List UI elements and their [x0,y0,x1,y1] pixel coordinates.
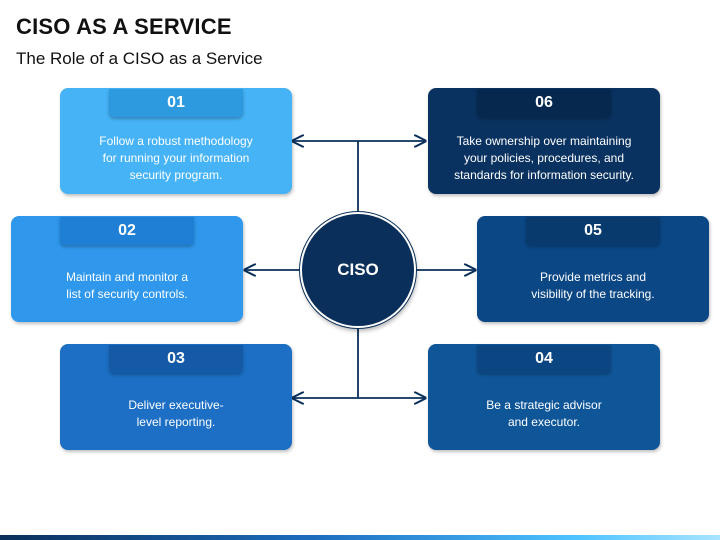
ciso-hub: CISO [300,212,416,328]
card-text: Provide metrics and visibility of the tr… [531,270,655,301]
card-number: 01 [109,89,243,117]
bottom-accent-bar [0,535,720,540]
page-title: CISO AS A SERVICE [16,14,232,39]
card-05: 05 Provide metrics and visibility of the… [477,216,709,322]
card-number: 02 [60,217,194,245]
card-text: Deliver executive- level reporting. [128,398,224,429]
card-number: 05 [526,217,660,245]
card-number: 06 [477,89,611,117]
card-text: Take ownership over maintaining your pol… [454,133,634,182]
card-02: 02 Maintain and monitor a list of securi… [11,216,243,322]
card-03: 03 Deliver executive- level reporting. [60,344,292,450]
card-number: 04 [477,345,611,373]
card-text: Maintain and monitor a list of security … [65,270,189,301]
card-text: Follow a robust methodology for running … [99,133,253,182]
card-number: 03 [109,345,243,373]
card-text: Be a strategic advisor and executor. [486,398,602,429]
page-subtitle: The Role of a CISO as a Service [16,49,263,68]
card-06: 06 Take ownership over maintaining your … [428,88,660,194]
card-04: 04 Be a strategic advisor and executor. [428,344,660,450]
card-01: 01 Follow a robust methodology for runni… [60,88,292,194]
